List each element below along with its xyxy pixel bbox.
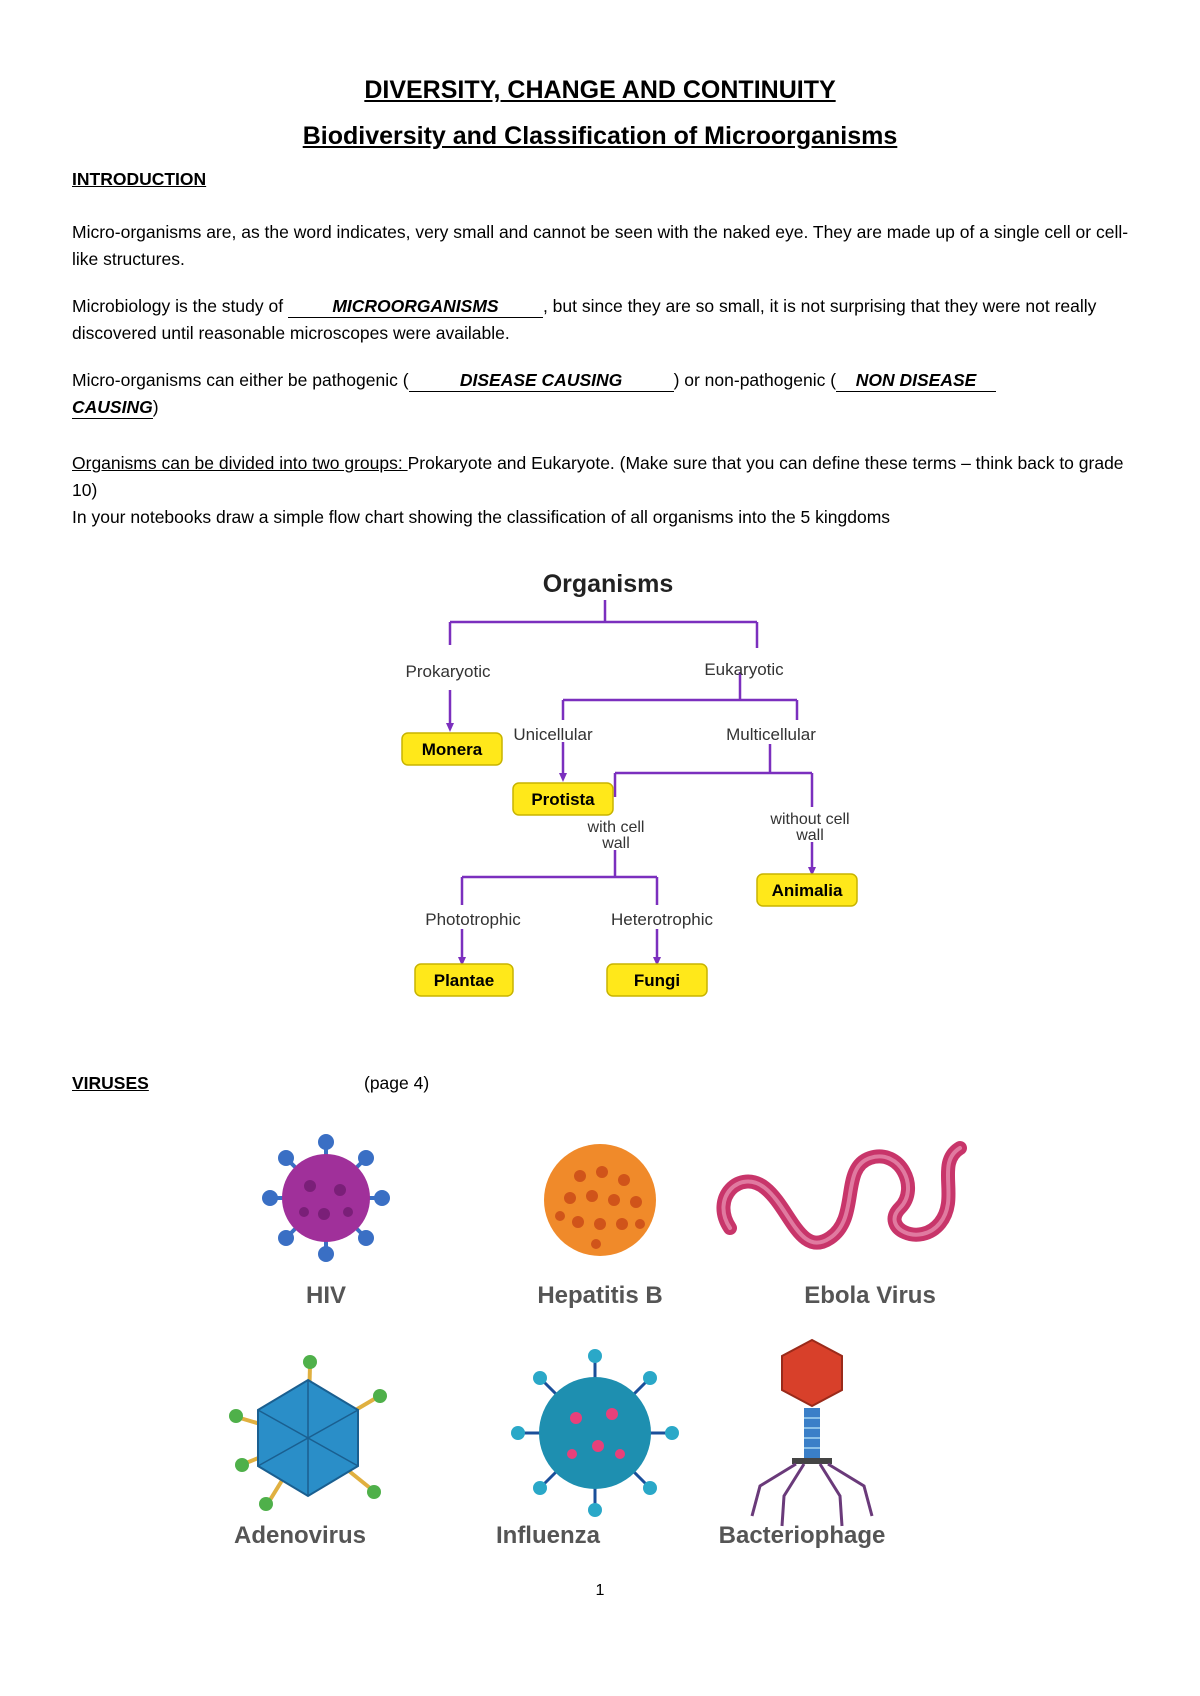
groups-rest: Prokaryote and Eukaryote. (Make sure tha… [72,453,1124,500]
ebola-virus-icon [716,1141,967,1250]
connector-multicellular [613,744,814,807]
node-phototrophic: Phototrophic [425,910,521,929]
kingdom-animalia: Animalia [756,873,858,907]
virus-label-adenovirus: Adenovirus [234,1522,366,1549]
node-organisms: Organisms [543,570,674,598]
hepatitis-b-virus-icon [544,1144,656,1256]
answer-causing: CAUSING [72,397,153,419]
virus-illustrations: HIV Hepatitis B Ebola Virus [229,1134,967,1549]
paragraph-pathogenic: Micro-organisms can either be pathogenic… [72,367,1142,421]
virus-label-hiv: HIV [306,1282,346,1309]
p2-text-after: , but since they are so small, it is not… [72,296,1097,343]
svg-text:Protista: Protista [531,790,595,809]
connector-root [448,600,759,648]
viruses-heading-row: VIRUSES (page 4) [72,1070,472,1097]
paragraph-microbiology: Microbiology is the study of MICROORGANI… [72,293,1142,347]
paragraph-flowchart-instruction: In your notebooks draw a simple flow cha… [72,507,891,527]
answer-microorganisms: MICROORGANISMS [287,295,543,318]
connector-with-cell-wall [460,850,659,905]
influenza-virus-icon [511,1349,679,1517]
virus-label-bacteriophage: Bacteriophage [719,1522,886,1549]
paragraph-groups: Organisms can be divided into two groups… [72,450,1142,504]
node-without-cell-wall-line1: without cell [769,811,849,828]
answer-non-disease: NON DISEASE [836,369,997,392]
node-with-cell-wall-line2: wall [601,835,630,852]
classification-flowchart: Organisms Prokaryotic Eukaryotic Unicell… [401,570,858,997]
kingdom-fungi: Fungi [606,963,708,997]
p3-text-end: ) [152,397,159,417]
answer-disease-causing: DISEASE CAUSING [408,369,674,392]
kingdom-protista: Protista [512,782,614,816]
kingdom-plantae: Plantae [414,963,514,997]
svg-text:Plantae: Plantae [434,971,494,990]
document-title: DIVERSITY, CHANGE AND CONTINUITY [364,76,836,104]
svg-text:Animalia: Animalia [772,881,843,900]
adenovirus-icon [229,1355,387,1511]
node-without-cell-wall-line2: wall [795,827,824,844]
viruses-heading: VIRUSES [72,1073,149,1093]
introduction-heading: INTRODUCTION [72,169,207,189]
document-subtitle: Biodiversity and Classification of Micro… [302,122,898,150]
svg-text:Monera: Monera [422,740,483,759]
p3-text-before: Micro-organisms can either be pathogenic… [72,370,409,390]
kingdom-monera: Monera [401,732,503,766]
virus-label-ebola: Ebola Virus [804,1282,936,1309]
node-unicellular: Unicellular [513,725,593,744]
paragraph-intro: Micro-organisms are, as the word indicat… [72,222,1129,269]
node-multicellular: Multicellular [726,725,816,744]
svg-text:Fungi: Fungi [634,971,680,990]
virus-label-influenza: Influenza [496,1522,601,1549]
p2-text-before: Microbiology is the study of [72,296,288,316]
node-prokaryotic: Prokaryotic [405,662,491,681]
p3-text-mid: ) or non-pathogenic ( [673,370,837,390]
viruses-page-ref: (page 4) [364,1073,430,1093]
hiv-virus-icon [262,1134,390,1262]
bacteriophage-icon [750,1338,874,1527]
node-eukaryotic: Eukaryotic [704,660,784,679]
node-with-cell-wall-line1: with cell [587,819,645,836]
page-number: 1 [595,1582,605,1599]
node-heterotrophic: Heterotrophic [611,910,714,929]
connector-eukaryotic [561,672,799,720]
groups-lead: Organisms can be divided into two groups… [72,453,408,473]
virus-label-hepatitis-b: Hepatitis B [537,1282,662,1309]
